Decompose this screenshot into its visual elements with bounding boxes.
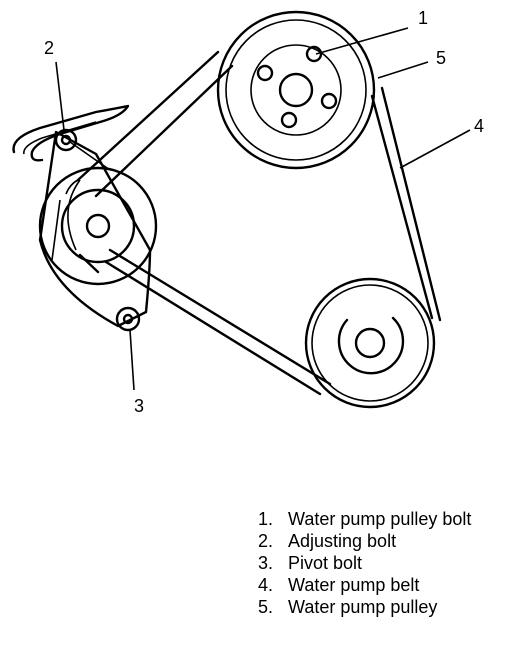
legend-text: Water pump belt	[288, 575, 420, 595]
pulley-bolt-icon	[305, 45, 323, 63]
legend-item: 4. Water pump belt	[258, 574, 488, 596]
pulley-bolt-icon	[320, 92, 338, 110]
crankshaft-pulley	[304, 277, 436, 409]
legend-number: 2.	[258, 531, 274, 551]
legend-item: 2. Adjusting bolt	[258, 530, 488, 552]
callout-1: 1	[418, 8, 428, 28]
legend-text: Adjusting bolt	[288, 531, 397, 551]
alternator-bracket	[12, 104, 152, 328]
legend-number: 5.	[258, 597, 274, 617]
leader-lines	[55, 27, 471, 391]
legend-number: 1.	[258, 509, 274, 529]
legend-item: 5. Water pump pulley	[258, 596, 488, 618]
legend-item: 3. Pivot bolt	[258, 552, 488, 574]
callout-4: 4	[474, 116, 484, 136]
water-pump-pulley	[216, 10, 376, 170]
adjusting-bolt	[54, 128, 78, 152]
legend-item: 1. Water pump pulley bolt	[258, 508, 488, 530]
water-pump-belt	[65, 50, 442, 396]
legend-text: Water pump pulley	[288, 597, 438, 617]
callout-3: 3	[134, 396, 144, 416]
legend: 1. Water pump pulley bolt 2. Adjusting b…	[258, 508, 488, 618]
legend-number: 3.	[258, 553, 274, 573]
belt-routing-diagram: 1 2 3 4 5	[12, 8, 484, 416]
legend-text: Water pump pulley bolt	[288, 509, 472, 529]
callout-5: 5	[436, 48, 446, 68]
callout-2: 2	[44, 38, 54, 58]
pivot-bolt	[115, 306, 141, 332]
pulley-bolt-icon	[256, 64, 274, 82]
legend-text: Pivot bolt	[288, 553, 363, 573]
pulley-bolt-icon	[280, 111, 298, 129]
alternator-pulley	[38, 166, 158, 286]
legend-number: 4.	[258, 575, 274, 595]
